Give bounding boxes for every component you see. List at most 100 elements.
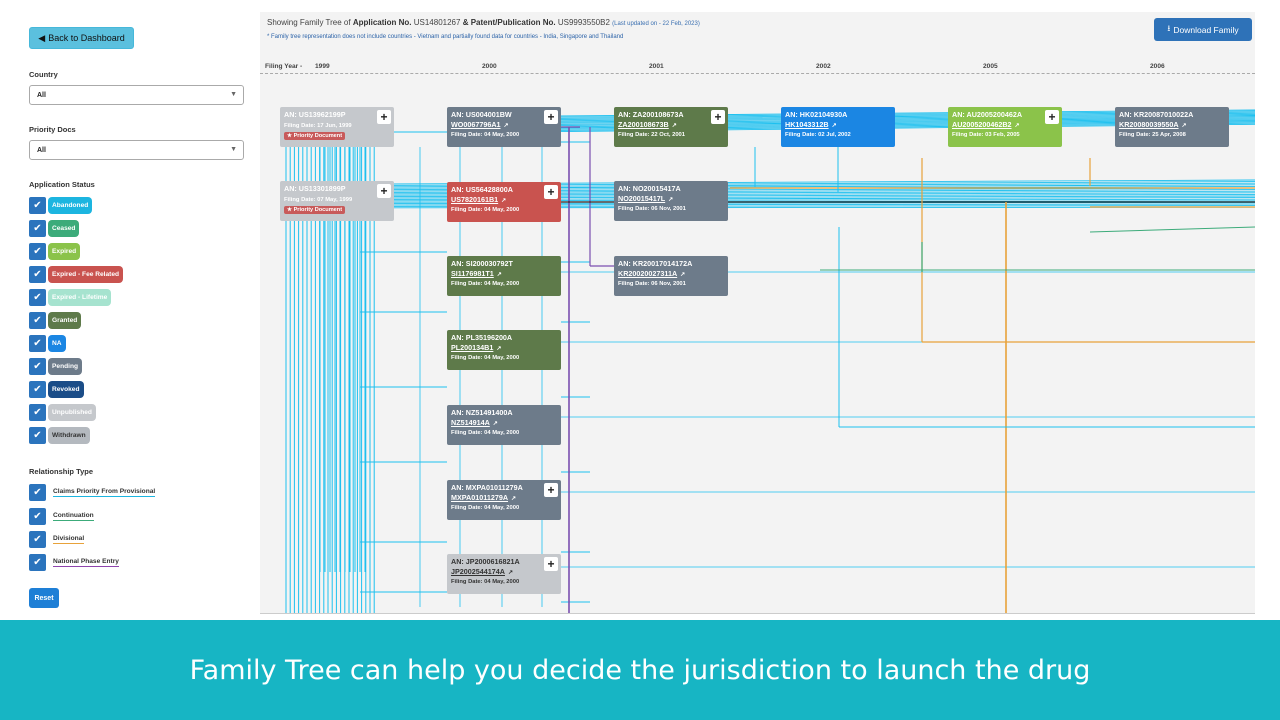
publication-link[interactable]: ZA200108673B↗ bbox=[618, 120, 724, 129]
timeline-divider bbox=[260, 73, 1255, 74]
application-number: AN: NZ51491400A bbox=[451, 408, 513, 417]
checkbox-checked-icon[interactable]: ✔ bbox=[29, 311, 46, 329]
status-filter-expired[interactable]: ✔Expired bbox=[29, 242, 81, 260]
publication-link[interactable]: US7820161B1↗ bbox=[451, 195, 557, 204]
publication-link[interactable]: KR20020027311A↗ bbox=[618, 269, 724, 278]
status-filter-abandoned[interactable]: ✔Abandoned bbox=[29, 196, 93, 214]
publication-link[interactable]: NO20015417L↗ bbox=[618, 194, 724, 203]
status-filter-withdrawn[interactable]: ✔Withdrawn bbox=[29, 426, 90, 444]
download-family-button[interactable]: ⭳ Download Family bbox=[1154, 18, 1252, 41]
status-badge: NA bbox=[48, 334, 66, 352]
priority-select-value: All bbox=[37, 146, 46, 154]
caption-banner: Family Tree can help you decide the juri… bbox=[0, 620, 1280, 720]
expand-plus-icon[interactable]: + bbox=[544, 483, 558, 497]
status-badge: Expired - Lifetime bbox=[48, 288, 112, 306]
checkbox-checked-icon[interactable]: ✔ bbox=[29, 380, 46, 398]
status-filter-ceased[interactable]: ✔Ceased bbox=[29, 219, 80, 237]
expand-plus-icon[interactable]: + bbox=[544, 557, 558, 571]
status-filter-na[interactable]: ✔NA bbox=[29, 334, 66, 352]
publication-link[interactable]: SI1176981T1↗ bbox=[451, 269, 557, 278]
priority-docs-select[interactable]: All ▼ bbox=[29, 140, 244, 160]
publication-link[interactable]: KR20080039550A↗ bbox=[1119, 120, 1225, 129]
status-filter-granted[interactable]: ✔Granted bbox=[29, 311, 82, 329]
expand-plus-icon[interactable]: + bbox=[544, 110, 558, 124]
relationship-filter-continuation[interactable]: ✔Continuation bbox=[29, 507, 94, 525]
external-link-icon: ↗ bbox=[680, 272, 686, 278]
publication-link[interactable]: NZ514914A↗ bbox=[451, 418, 557, 427]
expand-plus-icon[interactable]: + bbox=[377, 184, 391, 198]
checkbox-checked-icon[interactable]: ✔ bbox=[29, 483, 46, 501]
checkbox-checked-icon[interactable]: ✔ bbox=[29, 196, 46, 214]
checkbox-checked-icon[interactable]: ✔ bbox=[29, 426, 46, 444]
reset-button[interactable]: Reset bbox=[29, 588, 59, 608]
relationship-filter-divisional[interactable]: ✔Divisional bbox=[29, 530, 85, 548]
external-link-icon: ↗ bbox=[1014, 123, 1020, 129]
checkbox-checked-icon[interactable]: ✔ bbox=[29, 403, 46, 421]
status-badge: Ceased bbox=[48, 219, 80, 237]
checkbox-checked-icon[interactable]: ✔ bbox=[29, 334, 46, 352]
country-select[interactable]: All ▼ bbox=[29, 85, 244, 105]
checkbox-checked-icon[interactable]: ✔ bbox=[29, 219, 46, 237]
download-label: Download Family bbox=[1173, 24, 1239, 35]
checkbox-checked-icon[interactable]: ✔ bbox=[29, 265, 46, 283]
family-tree-panel: Showing Family Tree of Application No. U… bbox=[260, 12, 1255, 614]
application-number: AN: KR20017014172A bbox=[618, 259, 693, 268]
arrow-left-icon: ◀ bbox=[38, 32, 46, 43]
expand-plus-icon[interactable]: + bbox=[1045, 110, 1059, 124]
publication-link[interactable]: AU2005200462B2↗ bbox=[952, 120, 1058, 129]
checkbox-checked-icon[interactable]: ✔ bbox=[29, 553, 46, 571]
checkbox-checked-icon[interactable]: ✔ bbox=[29, 242, 46, 260]
filing-date: Filing Date: 03 Feb, 2005 bbox=[952, 132, 1020, 138]
publication-no-value: US9993550B2 bbox=[557, 18, 610, 27]
publication-number: WO0067796A1 bbox=[451, 120, 501, 129]
filing-date: Filing Date: 25 Apr, 2008 bbox=[1119, 132, 1186, 138]
publication-number: JP2002544174A bbox=[451, 567, 505, 576]
expand-plus-icon[interactable]: + bbox=[377, 110, 391, 124]
expand-plus-icon[interactable]: + bbox=[711, 110, 725, 124]
application-number: AN: AU2005200462A bbox=[952, 110, 1023, 119]
checkbox-checked-icon[interactable]: ✔ bbox=[29, 357, 46, 375]
expand-plus-icon[interactable]: + bbox=[544, 185, 558, 199]
relationship-filter-national-phase-entry[interactable]: ✔National Phase Entry bbox=[29, 553, 119, 571]
tree-header: Showing Family Tree of Application No. U… bbox=[267, 18, 700, 27]
relationship-filter-claims-priority-from-provisional[interactable]: ✔Claims Priority From Provisional bbox=[29, 483, 156, 501]
filing-date: Filing Date: 22 Oct, 2001 bbox=[618, 132, 686, 138]
status-filter-unpublished[interactable]: ✔Unpublished bbox=[29, 403, 96, 421]
checkbox-checked-icon[interactable]: ✔ bbox=[29, 288, 46, 306]
back-to-dashboard-button[interactable]: ◀ Back to Dashboard bbox=[29, 27, 134, 49]
status-filter-expired-lifetime[interactable]: ✔Expired - Lifetime bbox=[29, 288, 112, 306]
status-filter-pending[interactable]: ✔Pending bbox=[29, 357, 83, 375]
checkbox-checked-icon[interactable]: ✔ bbox=[29, 530, 46, 548]
checkbox-checked-icon[interactable]: ✔ bbox=[29, 507, 46, 525]
publication-number: SI1176981T1 bbox=[451, 269, 494, 278]
publication-link[interactable]: MXPA01011279A↗ bbox=[451, 493, 557, 502]
publication-link[interactable]: WO0067796A1↗ bbox=[451, 120, 557, 129]
priority-document-badge: ★ Priority Document bbox=[284, 132, 346, 140]
relationship-links bbox=[285, 109, 1255, 613]
filing-date: Filing Date: 04 May, 2000 bbox=[451, 281, 520, 287]
status-badge: Abandoned bbox=[48, 196, 93, 214]
publication-link[interactable]: PL200134B1↗ bbox=[451, 343, 557, 352]
status-badge: Granted bbox=[48, 311, 82, 329]
status-filter-revoked[interactable]: ✔Revoked bbox=[29, 380, 84, 398]
status-filter-expired-fee-related[interactable]: ✔Expired - Fee Related bbox=[29, 265, 124, 283]
external-link-icon: ↗ bbox=[511, 496, 517, 502]
application-no-value: US14801267 bbox=[413, 18, 461, 27]
publication-link[interactable]: HK1043312B↗ bbox=[785, 120, 891, 129]
publication-link[interactable]: JP2002544174A↗ bbox=[451, 567, 557, 576]
